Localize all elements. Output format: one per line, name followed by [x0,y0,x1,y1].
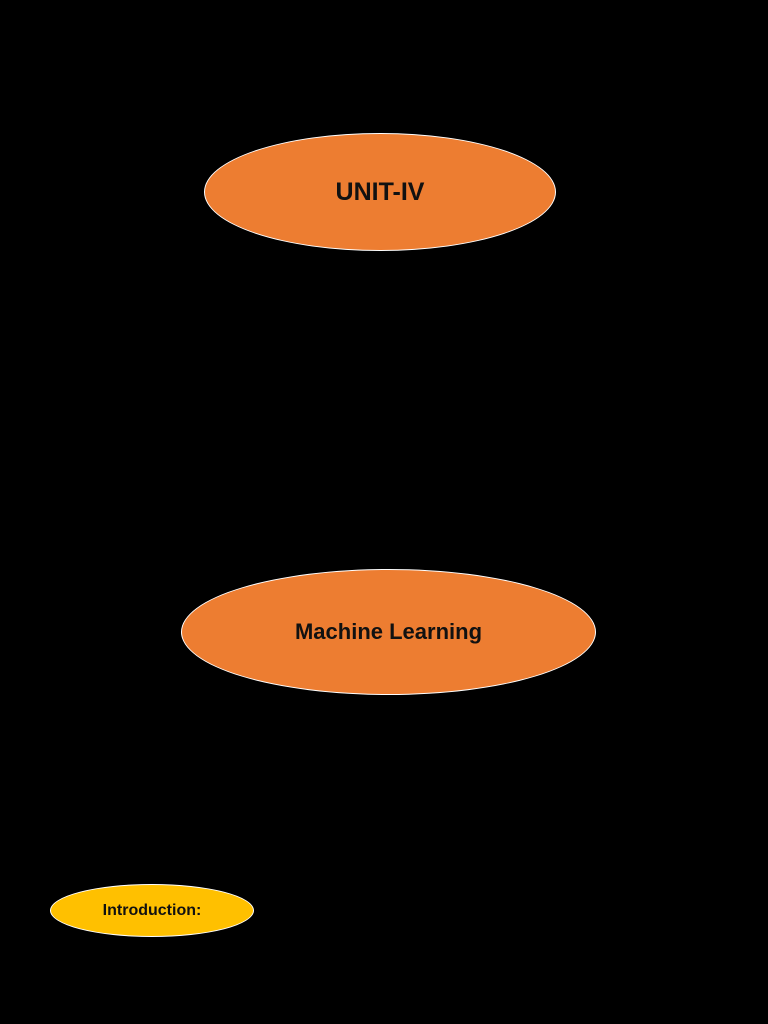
section-heading-ellipse: Introduction: [50,884,254,937]
section-heading: Introduction: [102,901,202,919]
unit-title-ellipse: UNIT-IV [204,133,556,251]
topic-title-ellipse: Machine Learning [181,569,596,695]
unit-title: UNIT-IV [335,177,425,206]
topic-title: Machine Learning [294,619,483,644]
